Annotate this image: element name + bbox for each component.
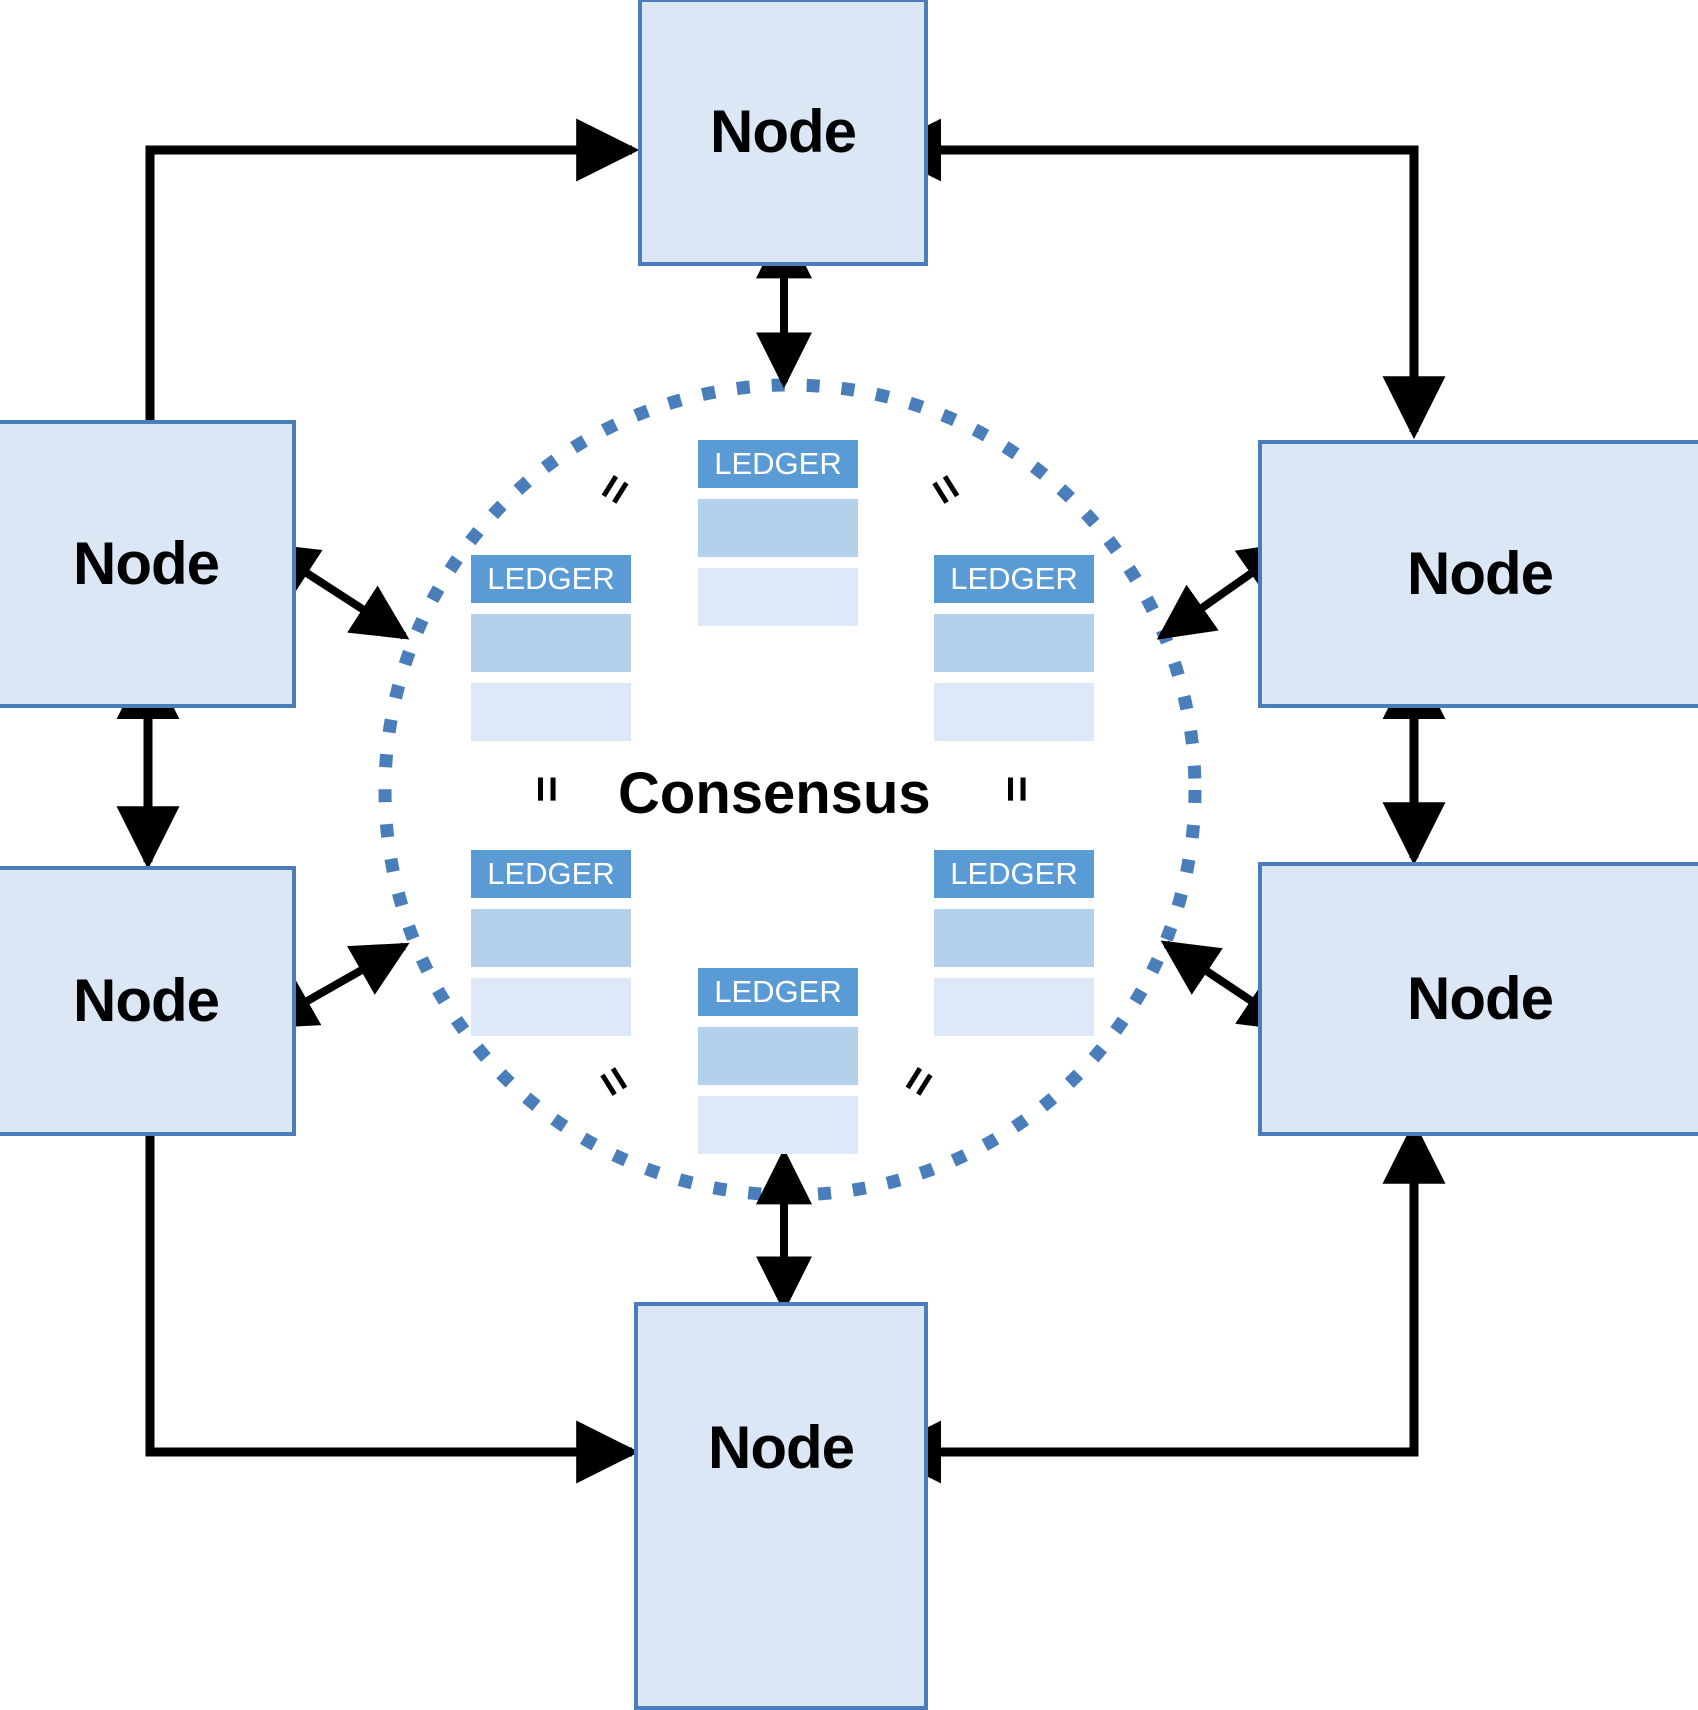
ledger-bottom-bar-mid: [698, 1027, 858, 1085]
ledger-lower-left-bar-light: [471, 978, 631, 1036]
node-right-upper[interactable]: Node: [1258, 440, 1698, 708]
spoke-right-upper: [1156, 541, 1297, 640]
ledger-lower-left-bar-mid: [471, 909, 631, 967]
ledger-lower-left[interactable]: LEDGER: [471, 850, 631, 1036]
ledger-upper-left[interactable]: LEDGER: [471, 555, 631, 741]
ledger-top-header: LEDGER: [698, 440, 858, 488]
node-left-upper[interactable]: Node: [0, 420, 296, 708]
equals-mid-right: =: [991, 775, 1044, 803]
node-top-label: Node: [710, 98, 857, 165]
node-bottom[interactable]: Node: [634, 1302, 928, 1710]
ledger-bottom-bar-light: [698, 1096, 858, 1154]
node-left-lower[interactable]: Node: [0, 866, 296, 1136]
ledger-upper-right-bar-light: [934, 683, 1094, 741]
node-right-upper-label: Node: [1407, 540, 1554, 607]
ledger-lower-right-bar-light: [934, 978, 1094, 1036]
ledger-top-bar-light: [698, 568, 858, 626]
spoke-right-lower: [1160, 940, 1298, 1032]
ledger-lower-right[interactable]: LEDGER: [934, 850, 1094, 1036]
ledger-top-bar-mid: [698, 499, 858, 557]
node-bottom-label: Node: [708, 1414, 855, 1481]
node-right-lower-label: Node: [1407, 965, 1554, 1032]
ledger-bottom-header: LEDGER: [698, 968, 858, 1016]
ledger-lower-left-header: LEDGER: [471, 850, 631, 898]
ledger-upper-right-header: LEDGER: [934, 555, 1094, 603]
ledger-top[interactable]: LEDGER: [698, 440, 858, 626]
ledger-upper-left-bar-light: [471, 683, 631, 741]
ledger-upper-left-header: LEDGER: [471, 555, 631, 603]
elbow-bottom-right: [878, 1120, 1446, 1484]
node-left-upper-label: Node: [73, 530, 220, 597]
node-right-lower[interactable]: Node: [1258, 862, 1698, 1136]
ledger-upper-right[interactable]: LEDGER: [934, 555, 1094, 741]
ledger-lower-right-header: LEDGER: [934, 850, 1094, 898]
consensus-label: Consensus: [618, 761, 931, 826]
elbow-top-right: [878, 118, 1446, 440]
elbow-top-left: [118, 118, 640, 486]
spoke-left-lower: [258, 942, 410, 1029]
ledger-upper-left-bar-mid: [471, 614, 631, 672]
spoke-left-upper: [260, 543, 410, 640]
ledger-upper-right-bar-mid: [934, 614, 1094, 672]
node-left-lower-label: Node: [73, 967, 220, 1034]
node-top[interactable]: Node: [638, 0, 928, 266]
equals-mid-left: =: [521, 775, 574, 803]
ledger-lower-right-bar-mid: [934, 909, 1094, 967]
elbow-bottom-left: [118, 1072, 640, 1484]
ledger-bottom[interactable]: LEDGER: [698, 968, 858, 1154]
